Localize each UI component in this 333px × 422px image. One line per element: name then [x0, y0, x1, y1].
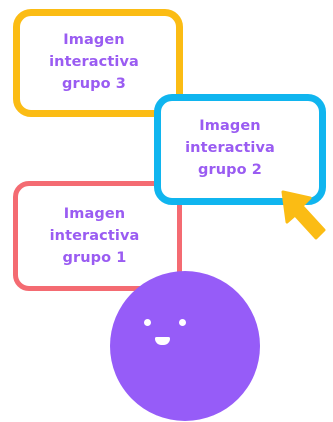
group-3-label: Imagen interactiva grupo 3	[49, 32, 139, 92]
group-1-card[interactable]: Imagen interactiva grupo 1	[13, 181, 182, 291]
smile-mouth	[155, 337, 170, 345]
cursor-arrow-icon	[281, 190, 326, 240]
smiley-face-icon	[110, 271, 260, 421]
left-eye	[144, 319, 151, 326]
group-3-card[interactable]: Imagen interactiva grupo 3	[13, 9, 183, 117]
group-2-label: Imagen interactiva grupo 2	[185, 118, 275, 178]
group-1-label: Imagen interactiva grupo 1	[49, 206, 140, 266]
group-2-card[interactable]: Imagen interactiva grupo 2	[154, 94, 326, 205]
right-eye	[179, 319, 186, 326]
